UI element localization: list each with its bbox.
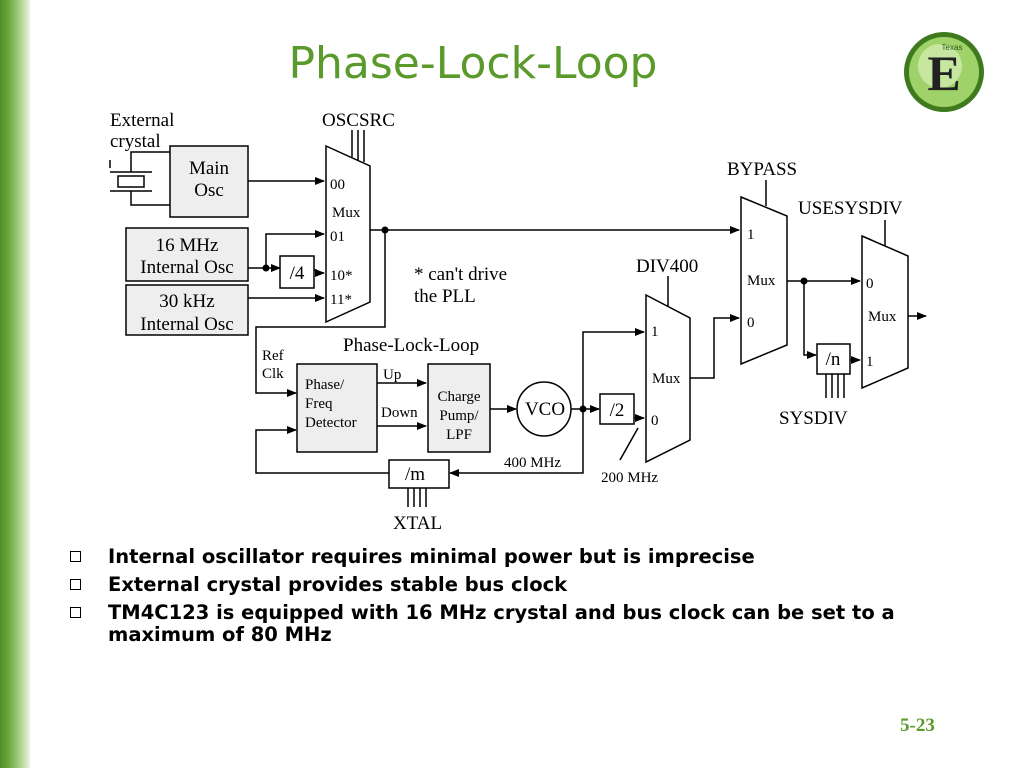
junction-dot (579, 405, 587, 413)
pll-block-diagram: External crystal Main Osc 16 MHz Interna… (109, 110, 927, 534)
down-label: Down (381, 405, 418, 421)
vco-label: VCO (525, 399, 565, 420)
osc16-label-2: Internal Osc (140, 257, 233, 278)
checkbox-bullet-icon (70, 551, 81, 562)
checkbox-bullet-icon (70, 579, 81, 590)
note-label-2: the PLL (414, 286, 476, 307)
div4-label: /4 (290, 263, 305, 284)
svg-text:Texas: Texas (942, 43, 963, 52)
pfd-label-2: Freq (305, 396, 333, 412)
pfd-label-3: Detector (305, 415, 357, 431)
sysdiv-label: SYSDIV (779, 408, 848, 429)
up-label: Up (383, 367, 401, 383)
junction-dot (800, 277, 808, 285)
left-accent-bar (0, 0, 30, 768)
bullet-list: Internal oscillator requires minimal pow… (68, 546, 948, 652)
mux1-label: Mux (332, 205, 361, 221)
bullet-item: TM4C123 is equipped with 16 MHz crystal … (68, 602, 948, 646)
usesysdiv-label: USESYSDIV (798, 198, 903, 219)
mux4-in0-label: 0 (866, 276, 874, 292)
external-crystal-label: External (110, 110, 174, 131)
junction-dot (381, 226, 389, 234)
charge-pump-label-2: Pump/ (439, 408, 479, 424)
mux2-label: Mux (652, 371, 681, 387)
mux3-label: Mux (747, 273, 776, 289)
mux3-in0-label: 0 (747, 315, 755, 331)
bullet-item: External crystal provides stable bus clo… (68, 574, 948, 596)
external-crystal-label-2: crystal (110, 131, 161, 152)
pll-title-label: Phase-Lock-Loop (343, 335, 479, 356)
div400-label: DIV400 (636, 256, 698, 277)
ref-clk-label-2: Clk (262, 366, 284, 382)
mux3-in1-label: 1 (747, 227, 755, 243)
divn-label: /n (826, 349, 841, 370)
xtal-label: XTAL (393, 513, 442, 534)
e-logo-icon: E Texas (904, 32, 984, 112)
osc30-label-2: Internal Osc (140, 314, 233, 335)
junction-dot (262, 264, 270, 272)
slide-title: Phase-Lock-Loop (288, 38, 658, 89)
mux1-in1-label: 01 (330, 229, 345, 245)
bypass-label: BYPASS (727, 159, 797, 180)
checkbox-bullet-icon (70, 607, 81, 618)
ref-clk-label: Ref (262, 348, 284, 364)
mux1-in0-label: 00 (330, 177, 345, 193)
mux1-in2-label: 10* (330, 268, 353, 284)
svg-text:E: E (927, 45, 960, 101)
charge-pump-label: Charge (437, 389, 480, 405)
mux2-in0-label: 0 (651, 413, 659, 429)
oscsrc-label: OSCSRC (322, 110, 395, 131)
main-osc-label-2: Osc (194, 180, 224, 201)
mux4-in1-label: 1 (866, 354, 874, 370)
osc16-label: 16 MHz (156, 235, 219, 256)
freq400-label: 400 MHz (504, 455, 561, 471)
divm-label: /m (405, 464, 425, 485)
mux1-in3-label: 11* (330, 292, 352, 308)
freq200-label: 200 MHz (601, 470, 658, 486)
page-number: 5-23 (900, 715, 935, 736)
charge-pump-label-3: LPF (446, 427, 472, 443)
mux2-in1-label: 1 (651, 324, 659, 340)
mux4-label: Mux (868, 309, 897, 325)
note-label: * can't drive (414, 264, 507, 285)
pfd-label: Phase/ (305, 377, 345, 393)
bullet-item: Internal oscillator requires minimal pow… (68, 546, 948, 568)
osc30-label: 30 kHz (159, 291, 214, 312)
main-osc-label: Main (189, 158, 230, 179)
div2-label: /2 (610, 400, 625, 421)
